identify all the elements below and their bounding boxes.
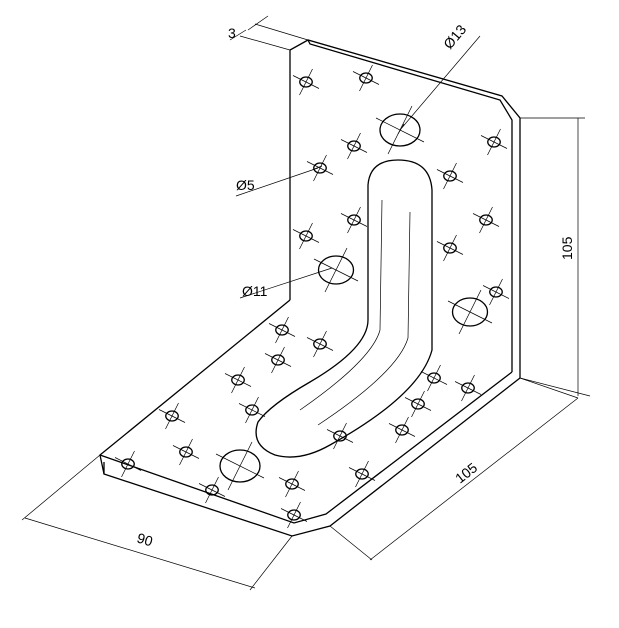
hole-centerline: [313, 247, 359, 293]
hole-centerline: [340, 206, 368, 234]
hole-centerline: [224, 366, 252, 394]
hole: [355, 468, 369, 480]
hole-centerline: [436, 162, 464, 190]
hole: [287, 509, 301, 521]
hole: [313, 338, 327, 350]
hole-centerline: [472, 206, 500, 234]
hole-centerline: [158, 402, 186, 430]
hole: [427, 372, 441, 384]
hole: [379, 113, 421, 147]
hole-centerline: [352, 64, 380, 92]
hole-centerline: [114, 450, 142, 478]
hole: [179, 446, 193, 458]
hole: [443, 170, 457, 182]
hole: [333, 430, 347, 442]
hole: [299, 230, 313, 242]
hole-centerline: [292, 222, 320, 250]
hole-centerline: [326, 422, 354, 450]
vertical-plate: [289, 39, 521, 378]
dimension-lines: [21, 15, 591, 591]
medium-hole-diameter-label: Ø11: [242, 283, 268, 299]
hole: [359, 72, 373, 84]
hole: [487, 136, 501, 148]
hole: [451, 297, 489, 327]
hole-centerline: [264, 346, 292, 374]
hole-centerline: [340, 132, 368, 160]
hole: [479, 214, 493, 226]
hole-centerline: [172, 438, 200, 466]
hole: [285, 478, 299, 490]
hole: [205, 484, 219, 496]
hole-centerline: [292, 68, 320, 96]
hole-centerline: [420, 364, 448, 392]
hole: [411, 398, 425, 410]
hole-centerline: [306, 330, 334, 358]
hole-centerline: [215, 441, 265, 491]
hole-centerline: [306, 154, 334, 182]
hole: [347, 140, 361, 152]
hole: [165, 410, 179, 422]
hole: [347, 214, 361, 226]
hole-centerline: [482, 278, 510, 306]
hole: [245, 404, 259, 416]
hole-centerline: [268, 316, 296, 344]
hole: [275, 324, 289, 336]
hole: [271, 354, 285, 366]
hole: [317, 255, 355, 285]
hole-centerline: [238, 396, 266, 424]
hole: [395, 424, 409, 436]
depth-label: 105: [452, 459, 480, 486]
base-plate: [99, 299, 521, 537]
holes-group: [114, 64, 510, 529]
hole: [219, 449, 261, 483]
hole-centerline: [388, 416, 416, 444]
large-hole-diameter-label: Ø13: [440, 21, 469, 52]
hole-centerline: [278, 470, 306, 498]
hole-centerline: [480, 128, 508, 156]
thickness-label: 3: [228, 25, 236, 41]
hole-centerline: [404, 390, 432, 418]
stiffening-rib: [255, 159, 433, 458]
hole: [313, 162, 327, 174]
hole-centerline: [436, 234, 464, 262]
width-label: 90: [135, 530, 155, 550]
hole-centerline: [454, 374, 482, 402]
height-label: 105: [559, 236, 575, 260]
hole-centerline: [280, 501, 308, 529]
hole: [121, 458, 135, 470]
hole: [299, 76, 313, 88]
hole: [443, 242, 457, 254]
hole-centerline: [348, 460, 376, 488]
hole-centerline: [198, 476, 226, 504]
hole: [489, 286, 503, 298]
hole-centerline: [447, 289, 493, 335]
hole: [231, 374, 245, 386]
small-hole-diameter-label: Ø5: [236, 177, 255, 193]
hole: [461, 382, 475, 394]
